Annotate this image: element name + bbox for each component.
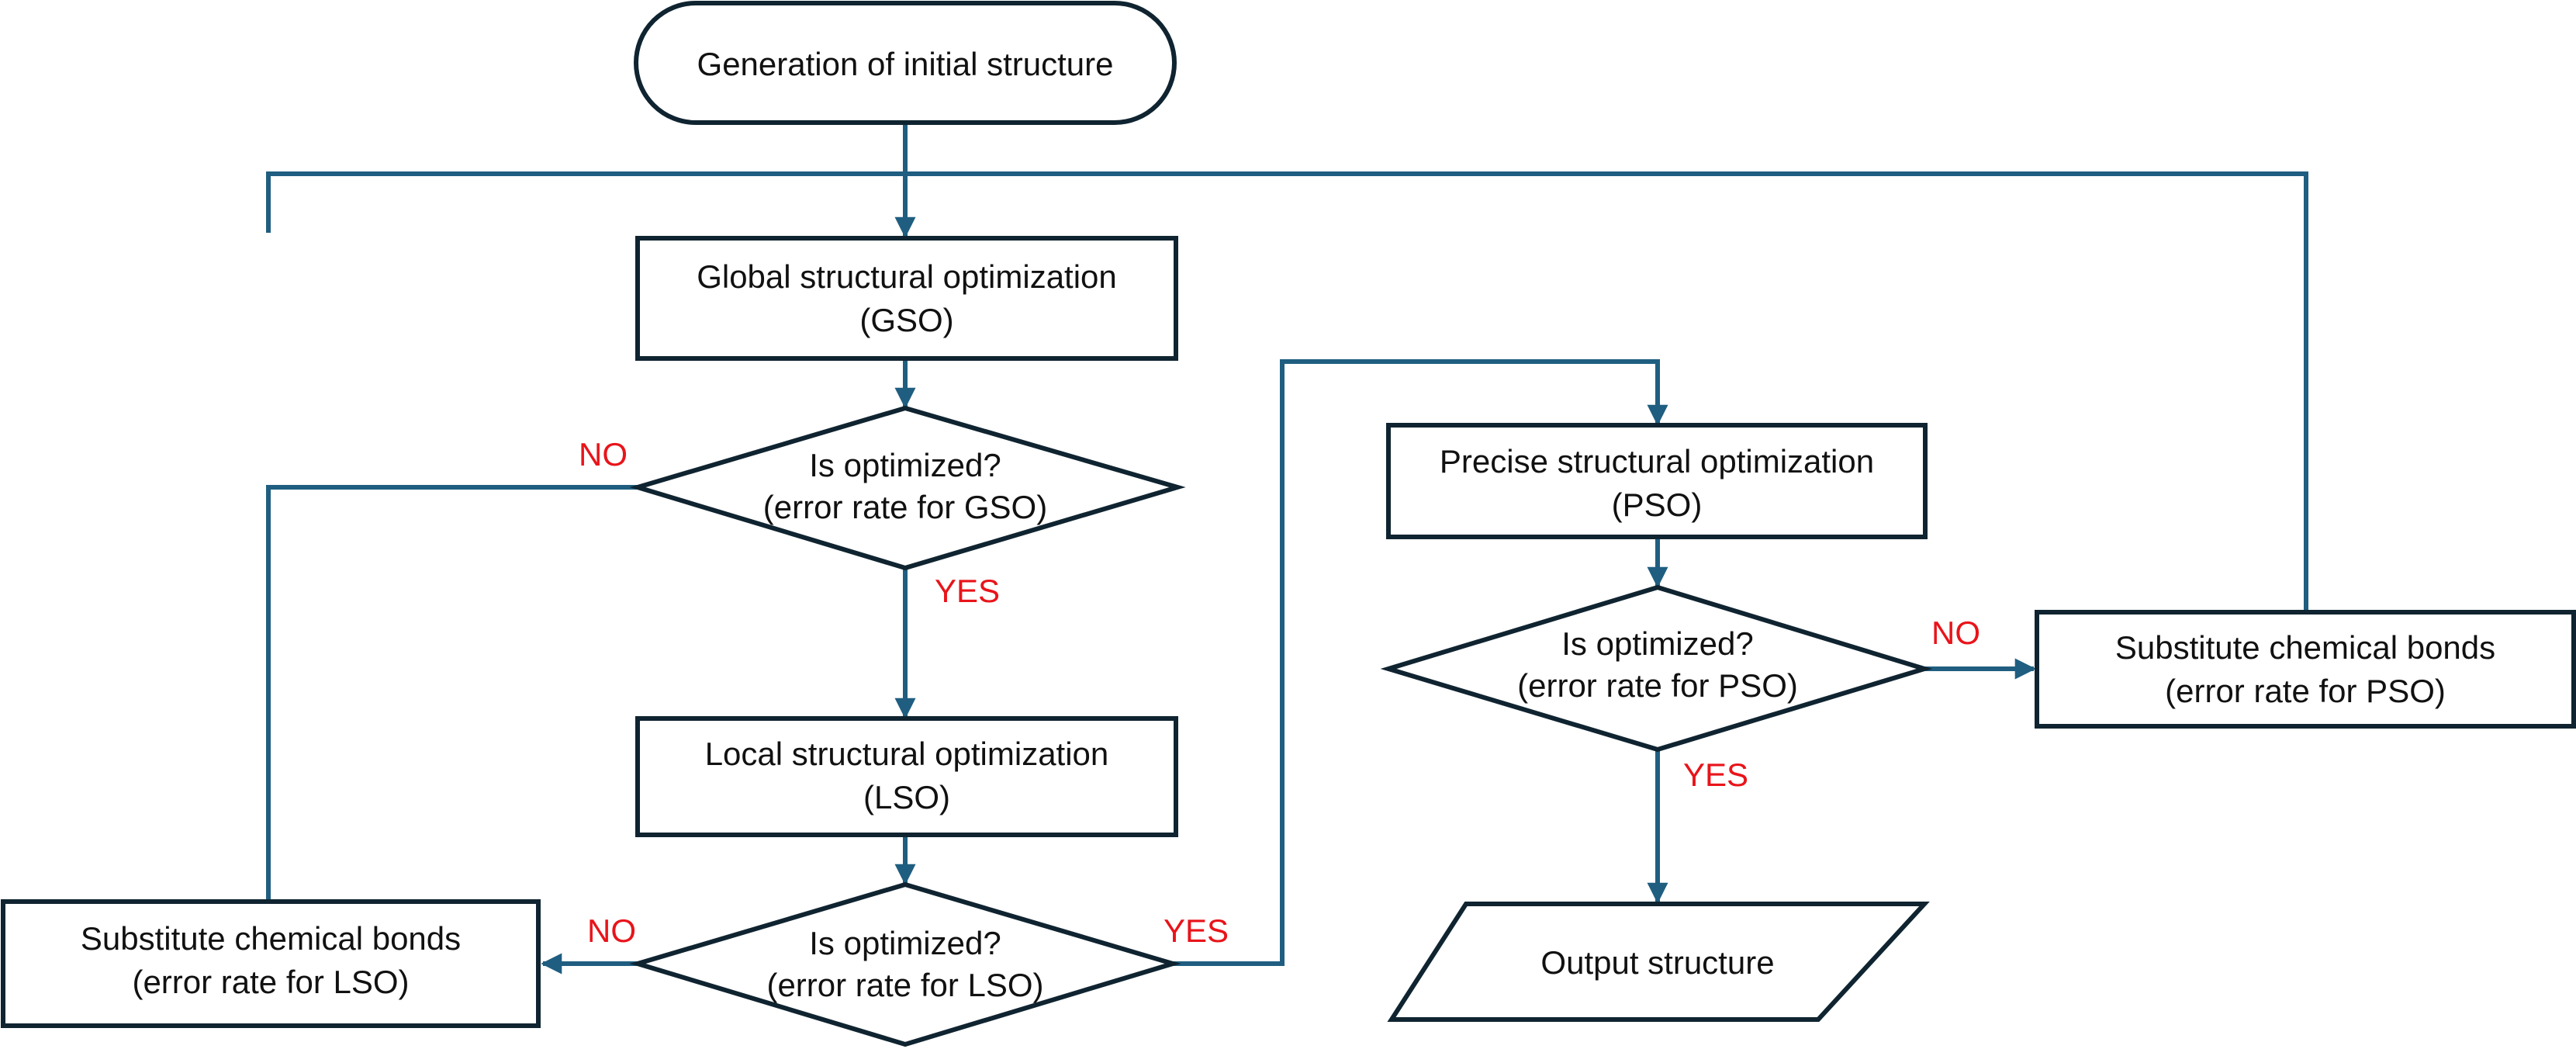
pso-substitute-title: Substitute chemical bonds bbox=[2115, 629, 2495, 666]
pso-substitute-criterion: (error rate for PSO) bbox=[2165, 673, 2446, 709]
pso-yes-label: YES bbox=[1683, 756, 1748, 793]
lso-title: Local structural optimization bbox=[705, 736, 1109, 772]
process-box bbox=[635, 716, 1178, 837]
gso-title: Global structural optimization bbox=[697, 258, 1117, 295]
terminator-shape bbox=[634, 1, 1177, 125]
node-lso-substitute: Substitute chemical bonds (error rate fo… bbox=[1, 899, 541, 1028]
node-start: Generation of initial structure bbox=[634, 1, 1177, 125]
gso-abbrev: (GSO) bbox=[859, 302, 953, 338]
edge-lso-yes-to-pso bbox=[1173, 359, 1668, 966]
pso-abbrev: (PSO) bbox=[1612, 486, 1703, 523]
connectors bbox=[266, 124, 2308, 975]
node-pso-substitute: Substitute chemical bonds (error rate fo… bbox=[2035, 610, 2576, 729]
lso-check-question: Is optimized? bbox=[809, 925, 1001, 961]
process-box bbox=[1, 899, 541, 1028]
process-box bbox=[1386, 423, 1928, 539]
pso-check-criterion: (error rate for PSO) bbox=[1517, 667, 1798, 704]
node-gso: Global structural optimization (GSO) bbox=[635, 236, 1178, 361]
lso-check-criterion: (error rate for LSO) bbox=[766, 967, 1043, 1003]
lso-substitute-criterion: (error rate for LSO) bbox=[132, 964, 409, 1000]
gso-yes-label: YES bbox=[935, 573, 1000, 609]
node-gso-check: Is optimized? (error rate for GSO) bbox=[629, 405, 1186, 571]
node-output: Output structure bbox=[1387, 902, 1930, 1022]
start-label: Generation of initial structure bbox=[697, 46, 1114, 82]
data-parallelogram bbox=[1387, 902, 1930, 1022]
lso-abbrev: (LSO) bbox=[863, 779, 950, 815]
decision-diamond bbox=[629, 405, 1186, 571]
gso-check-question: Is optimized? bbox=[809, 447, 1001, 483]
lso-substitute-title: Substitute chemical bonds bbox=[81, 920, 461, 957]
gso-no-label: NO bbox=[579, 436, 628, 473]
process-box bbox=[2035, 610, 2576, 729]
process-box bbox=[635, 236, 1178, 361]
edge-pso-feedback-loop bbox=[266, 171, 2308, 611]
lso-no-label: NO bbox=[587, 912, 636, 949]
lso-yes-label: YES bbox=[1164, 912, 1229, 949]
decision-diamond bbox=[629, 881, 1181, 1047]
output-label: Output structure bbox=[1540, 944, 1774, 981]
node-pso: Precise structural optimization (PSO) bbox=[1386, 423, 1928, 539]
pso-title: Precise structural optimization bbox=[1440, 443, 1874, 479]
node-lso: Local structural optimization (LSO) bbox=[635, 716, 1178, 837]
node-lso-check: Is optimized? (error rate for LSO) bbox=[629, 881, 1181, 1047]
pso-check-question: Is optimized? bbox=[1561, 625, 1753, 662]
condition-labels: NO YES NO YES NO YES bbox=[579, 436, 1980, 949]
node-pso-check: Is optimized? (error rate for PSO) bbox=[1380, 584, 1933, 753]
pso-no-label: NO bbox=[1931, 615, 1980, 651]
decision-diamond bbox=[1380, 584, 1933, 753]
gso-check-criterion: (error rate for GSO) bbox=[763, 489, 1047, 525]
edge-gso-no-feedback bbox=[266, 485, 638, 900]
